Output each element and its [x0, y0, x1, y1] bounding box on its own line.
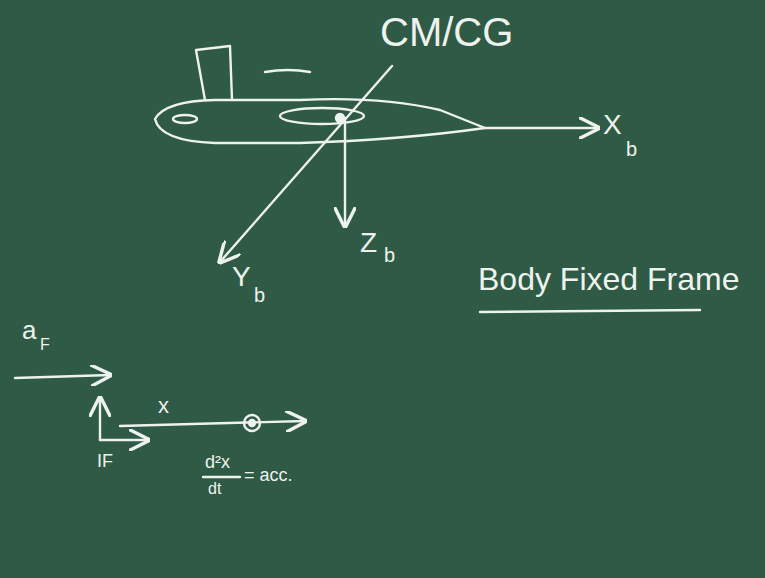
axis-letter: X: [603, 110, 622, 141]
axis-letter: Z: [360, 228, 377, 259]
xb-axis: [485, 127, 598, 129]
equation-text: = acc.: [244, 466, 293, 486]
position-label: x: [158, 394, 169, 418]
aircraft-fuselage: [155, 99, 485, 143]
frame-label: IF: [97, 452, 113, 472]
particle: [244, 415, 260, 431]
axis-letter: Y: [232, 262, 251, 293]
aircraft-tail-fin: [196, 46, 232, 100]
fraction-denominator: dt: [208, 480, 221, 498]
acceleration-letter: a: [22, 316, 36, 345]
inertial-axis-right: [100, 439, 148, 441]
axis-subscript: b: [626, 138, 637, 160]
aircraft-window: [173, 115, 197, 123]
aircraft-wing: [280, 108, 364, 124]
fraction-bar: [203, 476, 240, 478]
acceleration-subscript: F: [40, 336, 50, 354]
zb-axis: [344, 118, 346, 226]
frame-acceleration-arrow: [15, 375, 110, 378]
fraction-numerator: d²x: [205, 453, 230, 473]
axis-subscript: b: [254, 284, 265, 306]
point-label: CM/CG: [380, 10, 513, 54]
title-underline: [480, 310, 700, 312]
inertial-axis-up: [99, 398, 101, 440]
particle-core: [249, 420, 255, 426]
yb-axis: [220, 66, 392, 262]
frame-title: Body Fixed Frame: [478, 262, 739, 297]
aircraft-mark: [265, 70, 310, 72]
position-line: [120, 421, 305, 426]
axis-subscript: b: [384, 244, 395, 266]
